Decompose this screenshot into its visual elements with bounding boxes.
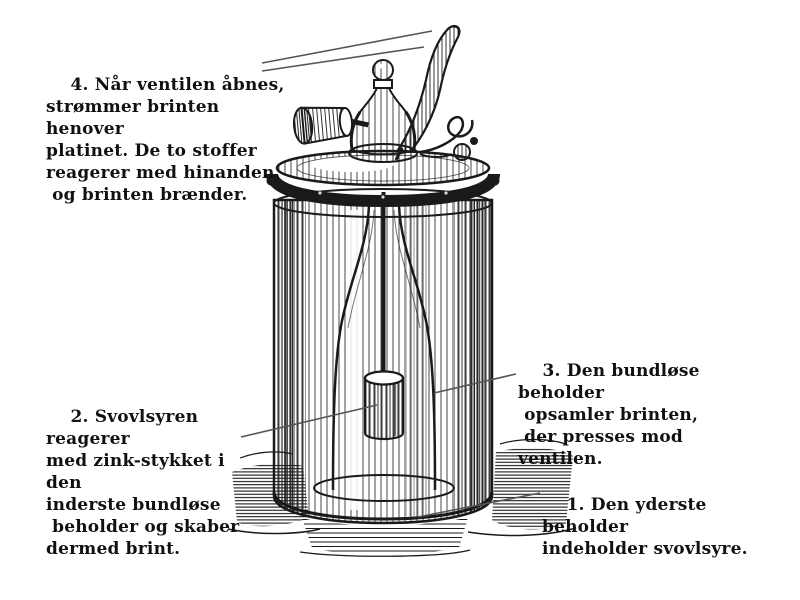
valve-finial [348,59,418,163]
annotation-step-1: 1. Den yderste beholder indeholder svovl… [542,472,782,582]
annotation-step-1-text: 1. Den yderste beholder indeholder svovl… [542,495,748,559]
lid-rim-band [266,172,500,208]
leader-line-step4-a [261,30,433,64]
valve-lever [394,24,461,161]
leader-lines [240,30,541,518]
annotation-step-2-text: 2. Svovlsyren reagerer med zink-stykket … [46,407,240,559]
annotation-step-2: 2. Svovlsyren reagerer med zink-stykket … [46,384,266,582]
annotation-step-3-text: 3. Den bundløse beholder opsamler brinte… [518,361,700,469]
lid-rim-knob-right [490,176,500,186]
annotation-step-4: 4. Når ventilen åbnes, strømmer brinten … [46,52,290,228]
annotation-step-3: 3. Den bundløse beholder opsamler brinte… [518,338,768,492]
scroll-ornament [419,115,478,161]
suspension-rod [381,192,386,378]
lid-rim-knob-left [266,176,276,186]
zinc-piece [363,370,405,441]
leader-line-step3 [433,373,517,394]
annotation-step-4-text: 4. Når ventilen åbnes, strømmer brinten … [46,75,285,205]
leader-line-step1 [417,492,541,518]
leader-line-step4-b [261,46,425,72]
inner-bottom-surface [313,474,455,502]
leader-line-step2 [240,404,378,438]
gas-nozzle [292,106,369,145]
